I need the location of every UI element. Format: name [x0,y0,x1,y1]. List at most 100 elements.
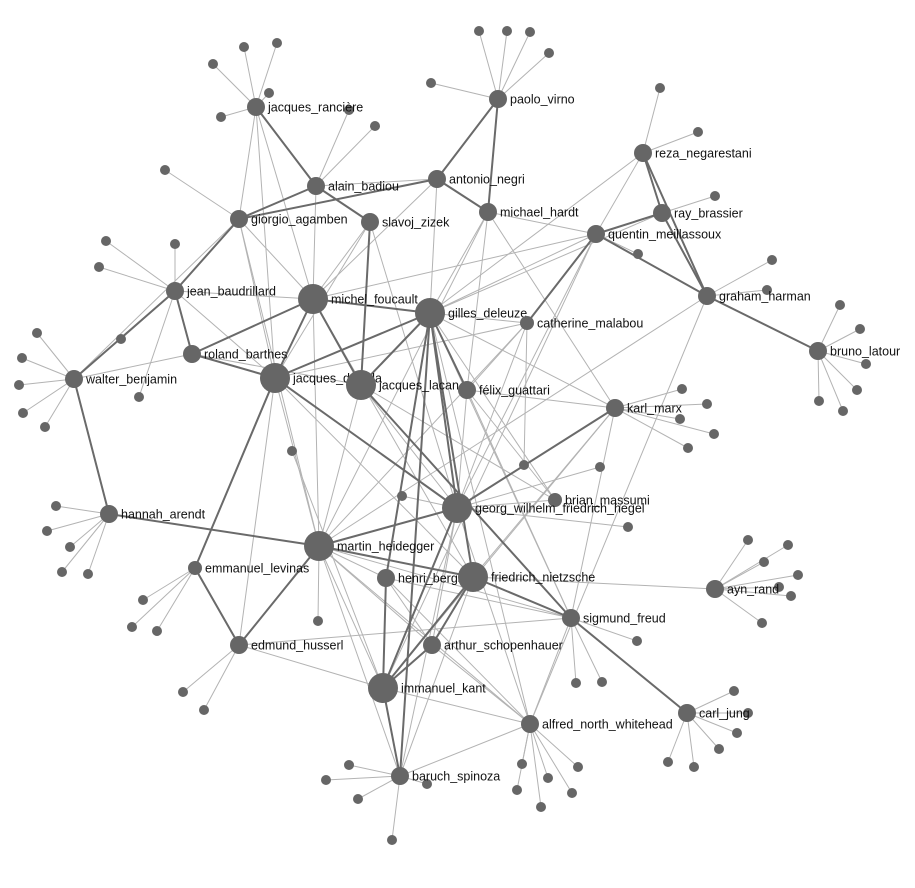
node-circle[interactable] [562,609,580,627]
node-circle[interactable] [260,363,290,393]
weak-link [385,577,531,725]
node-label-immanuel-kant: immanuel_kant [401,682,486,696]
node-reza-negarestani[interactable]: reza_negarestani [634,144,752,162]
node-circle[interactable] [307,177,325,195]
node-circle[interactable] [442,493,472,523]
weak-link [466,322,528,391]
weak-link [318,545,572,619]
node-roland-barthes[interactable]: roland_barthes [183,345,287,363]
node-quentin-meillassoux[interactable]: quentin_meillassoux [587,225,722,243]
node-carl-jung[interactable]: carl_jung [678,704,750,722]
leaf-node [313,616,323,626]
node-circle[interactable] [298,284,328,314]
node-michael-hardt[interactable]: michael_hardt [479,203,579,221]
leaf-link [142,567,196,601]
node-circle[interactable] [415,298,445,328]
node-graham-harman[interactable]: graham_harman [698,287,811,305]
node-paolo-virno[interactable]: paolo_virno [489,90,575,108]
leaf-node [199,705,209,715]
leaf-link [706,259,773,297]
strong-link-gilles-deleuze-baruch-spinoza [399,312,431,777]
leaf-node [714,744,724,754]
node-circle[interactable] [65,370,83,388]
node-circle[interactable] [479,203,497,221]
node-circle[interactable] [423,636,441,654]
node-circle[interactable] [188,561,202,575]
leaf-node [94,262,104,272]
node-catherine-malabou[interactable]: catherine_malabou [520,316,643,331]
leaf-link [478,30,499,100]
node-circle[interactable] [706,580,724,598]
node-edmund-husserl[interactable]: edmund_husserl [230,636,343,654]
node-jacques-ranciere[interactable]: jacques_rancière [247,98,363,116]
node-circle[interactable] [521,715,539,733]
node-circle[interactable] [183,345,201,363]
node-circle[interactable] [247,98,265,116]
node-circle[interactable] [304,531,334,561]
node-sigmund-freud[interactable]: sigmund_freud [562,609,666,627]
node-circle[interactable] [520,316,534,330]
leaf-link [291,450,384,689]
node-circle[interactable] [368,673,398,703]
node-brian-massumi[interactable]: brian_massumi [548,493,650,508]
node-jean-baudrillard[interactable]: jean_baudrillard [166,282,276,300]
node-michel-foucault[interactable]: michel_foucault [298,284,418,314]
node-circle[interactable] [606,399,624,417]
weak-link [570,407,616,619]
node-alfred-north-whitehead[interactable]: alfred_north_whitehead [521,715,673,733]
weak-link [274,377,320,547]
node-circle[interactable] [634,144,652,162]
node-alain-badiou[interactable]: alain_badiou [307,177,399,195]
node-circle[interactable] [548,493,562,507]
node-label-jean-baudrillard: jean_baudrillard [186,285,276,299]
node-circle[interactable] [230,636,248,654]
node-label-martin-heidegger: martin_heidegger [337,540,434,554]
node-friedrich-nietzsche[interactable]: friedrich_nietzsche [458,562,595,592]
node-circle[interactable] [428,170,446,188]
node-circle[interactable] [678,704,696,722]
node-emmanuel-levinas[interactable]: emmanuel_levinas [188,561,309,576]
node-circle[interactable] [458,562,488,592]
node-circle[interactable] [377,569,395,587]
leaf-node [536,802,546,812]
node-giorgio-agamben[interactable]: giorgio_agamben [230,210,348,228]
node-karl-marx[interactable]: karl_marx [606,399,683,417]
node-immanuel-kant[interactable]: immanuel_kant [368,673,486,703]
node-baruch-spinoza[interactable]: baruch_spinoza [391,767,500,785]
node-ayn-rand[interactable]: ayn_rand [706,580,779,598]
leaf-node [65,542,75,552]
node-circle[interactable] [166,282,184,300]
node-antonio-negri[interactable]: antonio_negri [428,170,525,188]
strong-link-gilles-deleuze-jacques-derrida [274,312,431,379]
strong-link-walter-benjamin-hannah-arendt [73,378,110,515]
node-circle[interactable] [230,210,248,228]
node-henri-bergson[interactable]: henri_bergson [377,569,478,587]
node-circle[interactable] [698,287,716,305]
node-circle[interactable] [100,505,118,523]
node-arthur-schopenhauer[interactable]: arthur_schopenhauer [423,636,563,654]
strong-link-gilles-deleuze-henri-bergson [385,312,431,579]
node-bruno-latour[interactable]: bruno_latour [809,342,900,360]
node-ray-brassier[interactable]: ray_brassier [653,204,743,222]
node-circle[interactable] [653,204,671,222]
node-circle[interactable] [489,90,507,108]
node-walter-benjamin[interactable]: walter_benjamin [65,370,177,388]
node-felix-guattari[interactable]: félix_guattari [458,381,550,399]
node-martin-heidegger[interactable]: martin_heidegger [304,531,434,561]
node-circle[interactable] [587,225,605,243]
node-jacques-lacan[interactable]: jacques_lacan [346,370,459,400]
node-hannah-arendt[interactable]: hannah_arendt [100,505,206,523]
node-slavoj-zizek[interactable]: slavoj_zizek [361,213,450,231]
node-circle[interactable] [809,342,827,360]
node-label-catherine-malabou: catherine_malabou [537,317,643,331]
node-circle[interactable] [361,213,379,231]
node-label-ayn-rand: ayn_rand [727,583,779,597]
leaf-node [632,636,642,646]
node-hegel[interactable]: georg_wilhelm_friedrich_hegel [442,493,645,523]
weak-link [238,106,257,220]
node-circle[interactable] [346,370,376,400]
node-circle[interactable] [391,767,409,785]
node-circle[interactable] [458,381,476,399]
strong-link-giorgio-agamben-jean-baudrillard [174,218,240,292]
node-gilles-deleuze[interactable]: gilles_deleuze [415,298,527,328]
